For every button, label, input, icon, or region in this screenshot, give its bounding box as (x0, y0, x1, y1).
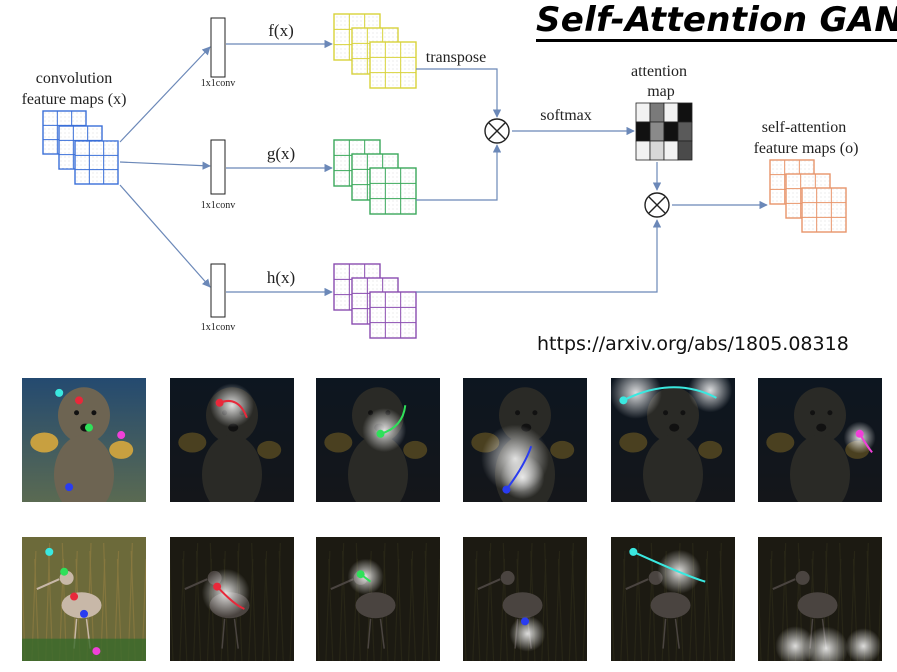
input-label-line2: feature maps (x) (22, 91, 127, 108)
query-point (521, 617, 529, 626)
query-point (80, 609, 88, 618)
query-point (356, 570, 365, 579)
attention-cell (649, 140, 665, 161)
attention-arrow (622, 386, 717, 402)
stack-f-sheet (369, 41, 417, 89)
bird-panel-1 (170, 537, 294, 661)
query-point (92, 647, 101, 656)
attention-cell (677, 140, 693, 161)
attention-map-grid (635, 102, 693, 161)
attention-cell (677, 102, 693, 123)
paper-url[interactable]: https://arxiv.org/abs/1805.08318 (537, 333, 849, 355)
attention-cell (649, 102, 665, 123)
attention-cell (635, 140, 651, 161)
attention-arrow (505, 445, 533, 491)
attention-label-line2: map (647, 83, 675, 100)
attention-cell (663, 102, 679, 123)
transpose-label: transpose (426, 49, 486, 66)
bird-panel-4 (611, 537, 735, 661)
h-feature-maps (333, 263, 417, 339)
attention-cell (663, 121, 679, 142)
input-label-line1: convolution (36, 70, 112, 87)
h-label: h(x) (267, 268, 295, 287)
dog-panel-3 (463, 378, 587, 502)
dog-panel-4 (611, 378, 735, 502)
attention-arrow (216, 585, 245, 610)
attention-cell (635, 121, 651, 142)
input-to-conv-arrows (119, 46, 211, 288)
f-feature-maps (333, 13, 417, 89)
attention-cell (649, 121, 665, 142)
output-label-line1: self-attention (762, 119, 846, 136)
dog-panel-2 (316, 378, 440, 502)
output-feature-maps (769, 159, 847, 233)
query-point (70, 592, 79, 601)
dog-panel-5 (758, 378, 882, 502)
query-point (629, 547, 638, 556)
query-point (376, 429, 385, 438)
softmax-label: softmax (540, 107, 592, 124)
conv-label-h: 1x1conv (201, 322, 235, 333)
query-point (65, 483, 74, 492)
stack-input-sheet (74, 140, 119, 185)
query-point (117, 431, 126, 440)
conv-box-f (210, 17, 226, 78)
bird-panel-3 (463, 537, 587, 661)
conv-to-maps-arrows (226, 39, 333, 297)
conv-label-f: 1x1conv (201, 78, 235, 89)
output-label-line2: feature maps (o) (754, 140, 859, 157)
g-feature-maps (333, 139, 417, 215)
multiply-node-2 (644, 192, 670, 218)
f-label: f(x) (268, 21, 293, 40)
figure-title: Self-Attention GAN (536, 2, 897, 42)
stack-o-sheet (801, 187, 847, 233)
query-point (213, 582, 222, 591)
query-point (855, 429, 864, 438)
query-point (45, 547, 54, 556)
attention-cell (635, 102, 651, 123)
bird-panel-2 (316, 537, 440, 661)
merge-arrows (416, 68, 768, 293)
attention-arrow (632, 550, 706, 583)
conv-box-g (210, 139, 226, 195)
dog-panel-0 (22, 378, 146, 502)
attention-cell (677, 121, 693, 142)
query-point (215, 398, 224, 407)
attention-label-line1: attention (631, 63, 687, 80)
query-point (619, 396, 628, 405)
stack-h-sheet (369, 291, 417, 339)
multiply-node-1 (484, 118, 510, 144)
dog-panel-1 (170, 378, 294, 502)
attention-cell (663, 140, 679, 161)
bird-panel-5 (758, 537, 882, 661)
attention-examples (22, 378, 882, 661)
conv-box-h (210, 263, 226, 318)
stack-g-sheet (369, 167, 417, 215)
query-point (84, 423, 93, 432)
g-label: g(x) (267, 144, 295, 163)
bird-panel-0 (22, 537, 146, 661)
conv-label-g: 1x1conv (201, 200, 235, 211)
query-point (75, 396, 84, 405)
input-feature-maps (42, 110, 119, 185)
query-point (502, 485, 511, 494)
query-point (60, 567, 69, 576)
query-point (55, 388, 64, 397)
